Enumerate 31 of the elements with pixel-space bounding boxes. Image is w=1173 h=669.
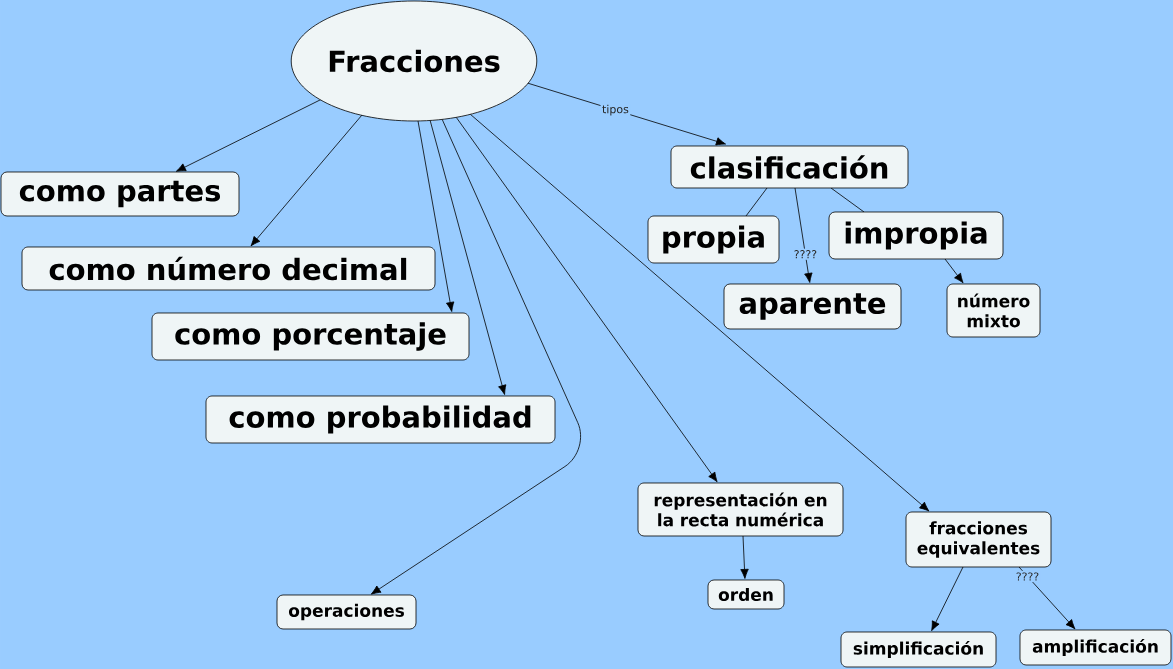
edge-label: tipos <box>600 103 631 117</box>
concept-box: representación en la recta numérica <box>637 482 844 537</box>
concept-box: simplificación <box>840 631 997 668</box>
edge-label: ???? <box>792 248 819 260</box>
concept-box: impropia <box>828 211 1004 260</box>
arrow <box>455 116 718 483</box>
concept-box: como probabilidad <box>205 395 556 444</box>
arrow <box>931 566 964 632</box>
arrow <box>794 187 813 283</box>
arrow <box>740 535 749 579</box>
arrow <box>250 114 363 247</box>
arrow <box>370 118 581 595</box>
concept-box: como porcentaje <box>151 312 470 361</box>
arrow <box>1018 566 1076 630</box>
concept-box: aparente <box>723 283 902 330</box>
arrow <box>429 119 507 395</box>
concept-box: fracciones equivalentes <box>905 511 1052 568</box>
concept-box: propia <box>647 215 780 264</box>
connector-line <box>745 187 768 217</box>
concept-box: orden <box>707 579 785 610</box>
connector-line <box>830 187 865 213</box>
arrow <box>944 258 964 284</box>
arrow <box>469 113 930 512</box>
concept-box: operaciones <box>276 594 417 630</box>
concept-box: como número decimal <box>21 246 436 291</box>
arrow <box>175 98 323 172</box>
concept-box: clasificación <box>670 145 909 189</box>
arrow <box>417 120 455 312</box>
concept-box: como partes <box>0 171 240 217</box>
concept-box: amplificación <box>1019 629 1172 666</box>
concept-box: número mixto <box>946 283 1041 338</box>
